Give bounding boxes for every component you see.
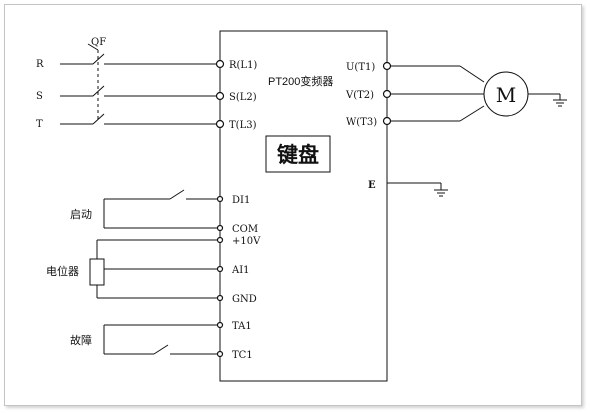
earth-ground-icon bbox=[387, 182, 448, 197]
terminal-r bbox=[215, 59, 225, 69]
breaker-label: QF bbox=[91, 37, 106, 48]
output-v-label: V(T2) bbox=[345, 90, 374, 101]
terminal-ta1 bbox=[216, 321, 224, 329]
terminal-ai1 bbox=[216, 265, 224, 273]
motor-label: M bbox=[496, 83, 516, 107]
motor-wiring bbox=[391, 65, 485, 122]
terminal-tc1-label: TC1 bbox=[232, 350, 253, 361]
input-r-label: R(L1) bbox=[229, 60, 257, 71]
motor-ground-icon bbox=[528, 93, 567, 107]
mains-wiring bbox=[60, 43, 216, 125]
fault-label: 故障 bbox=[70, 333, 92, 347]
terminal-u bbox=[382, 61, 392, 71]
terminal-gnd-label: GND bbox=[232, 294, 257, 305]
vfd-title: PT200变频器 bbox=[268, 74, 333, 88]
mains-s-label: S bbox=[36, 91, 43, 102]
terminal-10v bbox=[216, 236, 224, 244]
vfd-body bbox=[219, 30, 388, 382]
terminal-ta1-label: TA1 bbox=[232, 321, 252, 332]
mains-t-label: T bbox=[36, 119, 43, 130]
fault-relay-wiring bbox=[103, 324, 217, 355]
terminal-di1-label: DI1 bbox=[232, 195, 250, 206]
keypad-box bbox=[265, 135, 331, 173]
terminal-v bbox=[382, 89, 392, 99]
start-switch-wiring bbox=[103, 189, 217, 229]
output-u-label: U(T1) bbox=[346, 62, 375, 73]
terminal-com-label: COM bbox=[232, 224, 258, 235]
terminal-ai1-label: AI1 bbox=[231, 265, 250, 276]
diagram-frame bbox=[4, 4, 582, 406]
terminal-10v-label: +10V bbox=[232, 236, 261, 247]
start-label: 启动 bbox=[70, 208, 92, 221]
input-t-label: T(L3) bbox=[229, 120, 257, 131]
potentiometer-wiring bbox=[89, 239, 217, 299]
keypad-label: 键盘 bbox=[277, 143, 319, 167]
terminal-s bbox=[215, 91, 225, 101]
mains-r-label: R bbox=[36, 59, 44, 70]
terminal-t bbox=[215, 119, 225, 129]
output-w-label: W(T3) bbox=[346, 117, 377, 128]
terminal-di1 bbox=[216, 195, 224, 203]
input-s-label: S(L2) bbox=[229, 92, 257, 103]
earth-label: E bbox=[368, 180, 376, 191]
terminal-w bbox=[382, 116, 392, 126]
terminal-com bbox=[216, 224, 224, 232]
terminal-tc1 bbox=[216, 350, 224, 358]
terminal-gnd bbox=[216, 294, 224, 302]
potentiometer-label: 电位器 bbox=[46, 264, 79, 278]
